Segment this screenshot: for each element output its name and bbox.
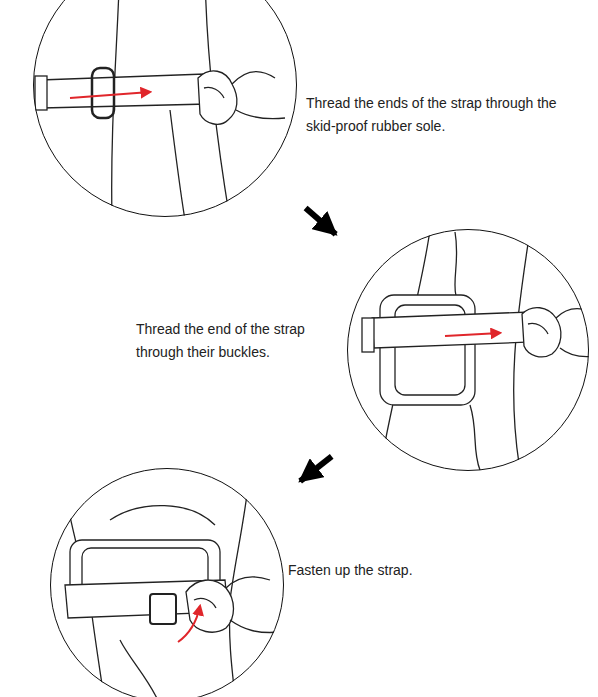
step-caption: Thread the ends of the strap through the… xyxy=(304,92,560,138)
step-circle: Fasten up the strap. xyxy=(50,468,284,697)
step-caption: Fasten up the strap. xyxy=(286,559,450,582)
step-circle: Thread the ends of the strap through the… xyxy=(33,0,297,217)
step-circle: Thread the end of the strap through thei… xyxy=(347,229,589,471)
step-one-sketch xyxy=(35,0,285,220)
step-arrow xyxy=(300,456,332,481)
step-two-sketch xyxy=(362,230,596,470)
step-arrow xyxy=(306,208,336,234)
step-three-sketch xyxy=(60,470,280,697)
step-caption: Thread the end of the strap through thei… xyxy=(134,318,343,364)
